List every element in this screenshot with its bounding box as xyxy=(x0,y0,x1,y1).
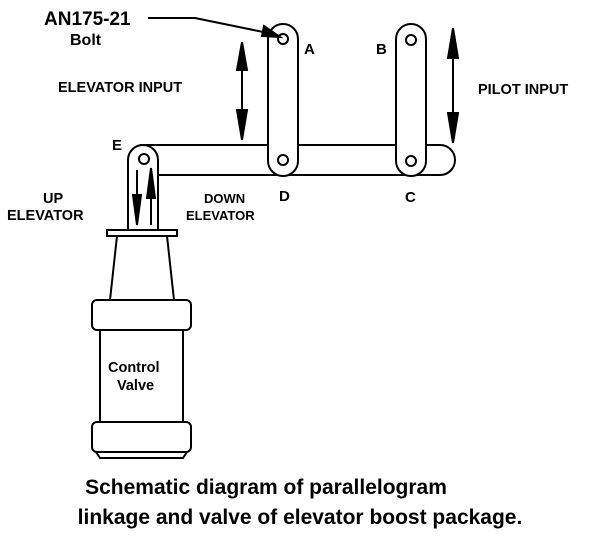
pilot-input-label: PILOT INPUT xyxy=(478,82,568,98)
control-valve-label-line1: Control xyxy=(108,360,160,376)
pivot-b xyxy=(405,34,417,46)
point-e-label: E xyxy=(112,137,122,154)
bolt-part-label: AN175-21 xyxy=(44,9,131,30)
pivot-e xyxy=(138,153,150,165)
elevator-input-label: ELEVATOR INPUT xyxy=(58,80,182,96)
up-arrow-head xyxy=(145,167,157,199)
point-a-label: A xyxy=(304,41,315,58)
down-elevator-label-line1: DOWN xyxy=(204,191,245,206)
valve-lower-band xyxy=(91,421,192,453)
horizontal-link-bar xyxy=(140,144,456,176)
pilot-input-arrow-down xyxy=(446,112,460,144)
pivot-d xyxy=(277,154,289,166)
valve-cap xyxy=(106,229,178,237)
bolt-arrow-head xyxy=(260,24,284,39)
point-c-label: C xyxy=(405,189,416,206)
point-b-label: B xyxy=(376,41,387,58)
control-valve-label-line2: Valve xyxy=(117,378,154,394)
valve-upper-band xyxy=(91,299,192,331)
up-elevator-label-line2: ELEVATOR xyxy=(7,208,84,224)
valve-base xyxy=(95,451,188,459)
down-arrow-head xyxy=(131,194,143,226)
pilot-input-arrow-up xyxy=(446,27,460,59)
valve-body xyxy=(99,330,184,422)
elevator-input-arrow-down xyxy=(235,109,249,141)
up-elevator-label-line1: UP xyxy=(43,191,63,207)
pivot-c xyxy=(405,155,417,167)
point-d-label: D xyxy=(279,188,290,205)
caption-line1: Schematic diagram of parallelogram xyxy=(85,476,447,499)
caption-line2: linkage and valve of elevator boost pack… xyxy=(77,506,523,529)
pivot-a xyxy=(277,33,289,45)
down-elevator-label-line2: ELEVATOR xyxy=(186,208,255,223)
link-b-c xyxy=(395,23,427,177)
elevator-input-arrow-up xyxy=(235,41,249,71)
link-a-d xyxy=(267,23,299,177)
bolt-word-label: Bolt xyxy=(70,32,102,49)
bolt-leader-line xyxy=(148,17,269,34)
valve-taper xyxy=(109,235,175,301)
